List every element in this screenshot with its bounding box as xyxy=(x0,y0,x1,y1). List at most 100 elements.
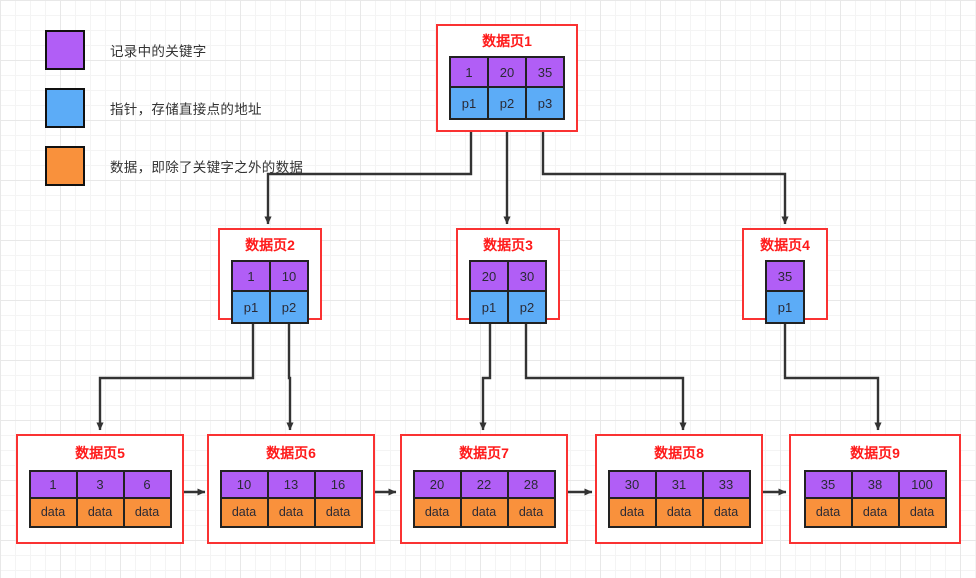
node-page9-key-0: 35 xyxy=(805,472,851,499)
node-page7-slot-2[interactable]: 28 data xyxy=(508,472,554,526)
node-page3-slot-1[interactable]: 30 p2 xyxy=(509,262,545,322)
node-page8-key-1: 31 xyxy=(656,472,702,499)
node-page9-slot-0[interactable]: 35 data xyxy=(805,472,853,526)
node-page4-title: 数据页4 xyxy=(760,237,810,253)
node-page6-slot-1[interactable]: 13 data xyxy=(268,472,316,526)
node-page9-cells: 35 data 38 data 100 data xyxy=(803,470,947,528)
node-page1-slot-1[interactable]: 20 p2 xyxy=(489,58,527,118)
node-page1-pointer-1: p2 xyxy=(489,88,525,118)
edge-page4p1-page9 xyxy=(783,318,882,431)
node-page1-key-2: 35 xyxy=(527,58,563,88)
node-page9-data-1: data xyxy=(852,499,898,526)
node-page7-title: 数据页7 xyxy=(459,445,509,461)
node-page8-slot-2[interactable]: 33 data xyxy=(703,472,749,526)
node-page6[interactable]: 数据页6 10 data 13 data 16 data xyxy=(207,434,375,544)
legend-item-data: 数据，即除了关键字之外的数据 xyxy=(45,146,303,186)
node-page4-cells: 35 p1 xyxy=(765,260,805,324)
node-page9[interactable]: 数据页9 35 data 38 data 100 data xyxy=(789,434,961,544)
node-page3-cells: 20 p1 30 p2 xyxy=(469,260,547,324)
node-page1-slot-2[interactable]: 35 p3 xyxy=(527,58,563,118)
node-page7-key-0: 20 xyxy=(414,472,460,499)
node-page8-data-2: data xyxy=(703,499,749,526)
node-page8-slot-1[interactable]: 31 data xyxy=(656,472,704,526)
node-page2-pointer-0: p1 xyxy=(233,292,269,322)
node-page8-cells: 30 data 31 data 33 data xyxy=(607,470,751,528)
node-page6-slot-2[interactable]: 16 data xyxy=(315,472,361,526)
node-page1-key-1: 20 xyxy=(489,58,525,88)
node-page2-cells: 1 p1 10 p2 xyxy=(231,260,309,324)
node-page6-key-2: 16 xyxy=(315,472,361,499)
node-page5-data-1: data xyxy=(77,499,123,526)
node-page1-pointer-2: p3 xyxy=(527,88,563,118)
edge-page2p1-page5 xyxy=(96,318,255,431)
node-page5-slot-2[interactable]: 6 data xyxy=(124,472,170,526)
node-page1-cells: 1 p1 20 p2 35 p3 xyxy=(449,56,565,120)
node-page7[interactable]: 数据页7 20 data 22 data 28 data xyxy=(400,434,568,544)
node-page9-key-2: 100 xyxy=(899,472,945,499)
node-page2-slot-0[interactable]: 1 p1 xyxy=(233,262,271,322)
node-page7-data-2: data xyxy=(508,499,554,526)
node-page1-key-0: 1 xyxy=(451,58,487,88)
edge-page2p2-page6 xyxy=(286,318,294,431)
node-page5-title: 数据页5 xyxy=(75,445,125,461)
node-page8-title: 数据页8 xyxy=(654,445,704,461)
edge-page3p1-page7 xyxy=(479,318,492,431)
node-page3-key-1: 30 xyxy=(509,262,545,292)
node-page6-key-0: 10 xyxy=(221,472,267,499)
node-page3-pointer-0: p1 xyxy=(471,292,507,322)
node-page6-data-0: data xyxy=(221,499,267,526)
node-page2[interactable]: 数据页2 1 p1 10 p2 xyxy=(218,228,322,324)
node-page5[interactable]: 数据页5 1 data 3 data 6 data xyxy=(16,434,184,544)
node-page3[interactable]: 数据页3 20 p1 30 p2 xyxy=(456,228,560,324)
node-page7-slot-1[interactable]: 22 data xyxy=(461,472,509,526)
node-page9-slot-2[interactable]: 100 data xyxy=(899,472,945,526)
node-page4-key-0: 35 xyxy=(767,262,803,292)
node-page3-pointer-1: p2 xyxy=(509,292,545,322)
node-page7-key-1: 22 xyxy=(461,472,507,499)
node-page5-data-2: data xyxy=(124,499,170,526)
node-page7-data-0: data xyxy=(414,499,460,526)
node-page9-key-1: 38 xyxy=(852,472,898,499)
node-page9-data-0: data xyxy=(805,499,851,526)
node-page5-slot-0[interactable]: 1 data xyxy=(30,472,78,526)
node-page4[interactable]: 数据页4 35 p1 xyxy=(742,228,828,324)
node-page1-pointer-0: p1 xyxy=(451,88,487,118)
edge-page3p2-page8 xyxy=(524,318,687,431)
legend-item-key: 记录中的关键字 xyxy=(45,30,207,70)
node-page2-key-1: 10 xyxy=(271,262,307,292)
node-page6-title: 数据页6 xyxy=(266,445,316,461)
node-page1-title: 数据页1 xyxy=(482,33,532,49)
node-page5-key-2: 6 xyxy=(124,472,170,499)
legend-label-data: 数据，即除了关键字之外的数据 xyxy=(110,160,304,175)
node-page2-title: 数据页2 xyxy=(245,237,295,253)
node-page5-slot-1[interactable]: 3 data xyxy=(77,472,125,526)
node-page2-key-0: 1 xyxy=(233,262,269,292)
node-page6-cells: 10 data 13 data 16 data xyxy=(219,470,363,528)
node-page2-pointer-1: p2 xyxy=(271,292,307,322)
node-page6-slot-0[interactable]: 10 data xyxy=(221,472,269,526)
node-page5-key-1: 3 xyxy=(77,472,123,499)
node-page3-slot-0[interactable]: 20 p1 xyxy=(471,262,509,322)
node-page6-key-1: 13 xyxy=(268,472,314,499)
node-page2-slot-1[interactable]: 10 p2 xyxy=(271,262,307,322)
node-page5-key-0: 1 xyxy=(30,472,76,499)
node-page5-data-0: data xyxy=(30,499,76,526)
node-page4-slot-0[interactable]: 35 p1 xyxy=(767,262,803,322)
node-page9-slot-1[interactable]: 38 data xyxy=(852,472,900,526)
node-page5-cells: 1 data 3 data 6 data xyxy=(28,470,172,528)
node-page6-data-1: data xyxy=(268,499,314,526)
node-page7-key-2: 28 xyxy=(508,472,554,499)
node-page9-data-2: data xyxy=(899,499,945,526)
legend-swatch-data xyxy=(45,146,85,186)
node-page7-cells: 20 data 22 data 28 data xyxy=(412,470,556,528)
node-page7-slot-0[interactable]: 20 data xyxy=(414,472,462,526)
node-page8-key-0: 30 xyxy=(609,472,655,499)
node-page8-slot-0[interactable]: 30 data xyxy=(609,472,657,526)
node-page8-data-0: data xyxy=(609,499,655,526)
node-page8[interactable]: 数据页8 30 data 31 data 33 data xyxy=(595,434,763,544)
node-page4-pointer-0: p1 xyxy=(767,292,803,322)
node-page1-slot-0[interactable]: 1 p1 xyxy=(451,58,489,118)
node-page6-data-2: data xyxy=(315,499,361,526)
node-page1[interactable]: 数据页1 1 p1 20 p2 35 p3 xyxy=(436,24,578,132)
